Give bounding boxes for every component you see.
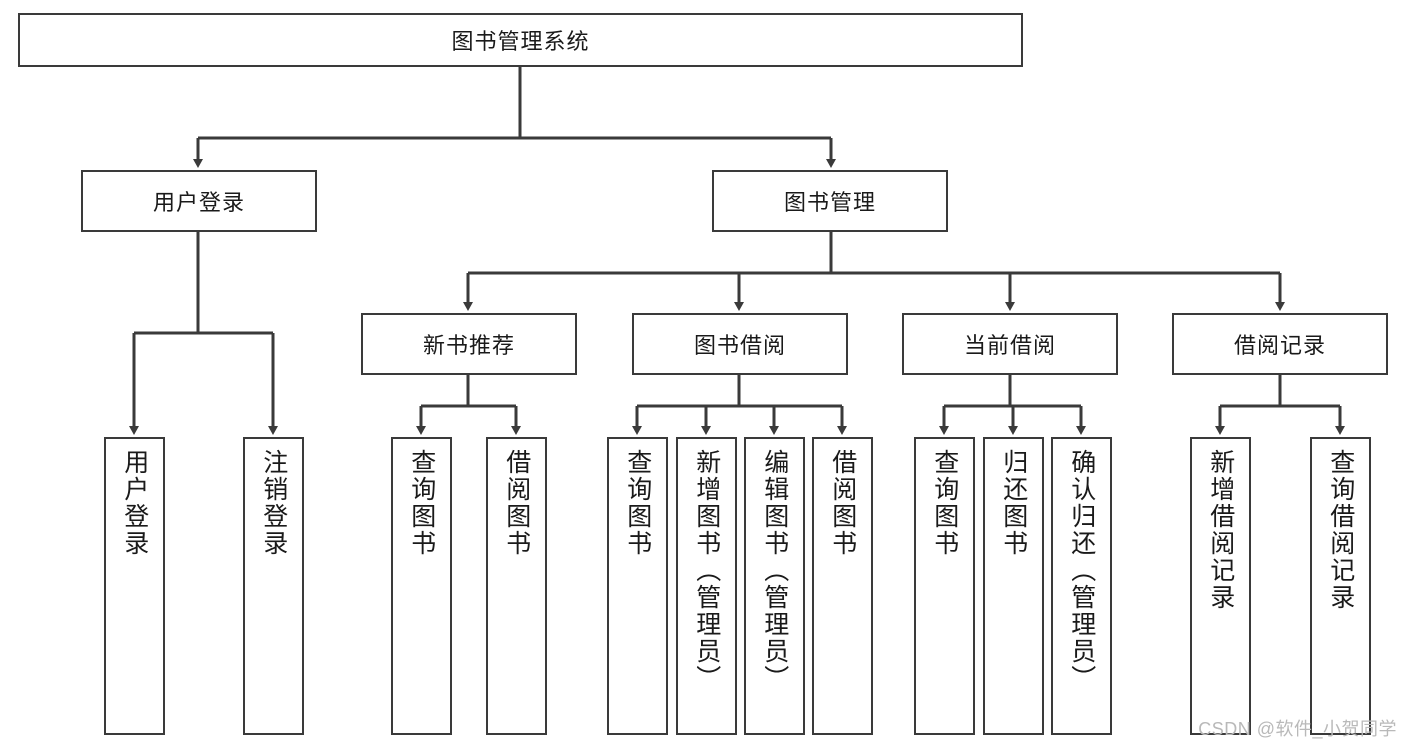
node-borrow-record[interactable]: 借阅记录 [1172, 313, 1388, 375]
node-book-management-label: 图书管理 [783, 190, 876, 215]
leaf-label: 查询借阅记录 [1326, 449, 1355, 611]
leaf-book-borrow-query[interactable]: 查询图书 [607, 437, 668, 735]
node-current-borrow[interactable]: 当前借阅 [902, 313, 1118, 375]
leaf-label: 新增借阅记录 [1206, 449, 1235, 611]
leaf-user-login-logout[interactable]: 注销登录 [243, 437, 304, 735]
node-borrow-record-label: 借阅记录 [1233, 333, 1326, 358]
leaf-book-borrow-add[interactable]: 新增图书（管理员） [676, 437, 737, 735]
leaf-label: 编辑图书（管理员） [760, 449, 789, 692]
node-new-book-recommend-label: 新书推荐 [422, 333, 515, 358]
leaf-label: 新增图书（管理员） [692, 449, 721, 692]
leaf-book-borrow-edit[interactable]: 编辑图书（管理员） [744, 437, 805, 735]
node-current-borrow-label: 当前借阅 [963, 333, 1056, 358]
leaf-label: 查询图书 [623, 449, 652, 557]
leaf-label: 查询图书 [407, 449, 436, 557]
node-book-borrow[interactable]: 图书借阅 [632, 313, 848, 375]
leaf-label: 归还图书 [999, 449, 1028, 557]
leaf-label: 查询图书 [930, 449, 959, 557]
leaf-label: 确认归还（管理员） [1067, 449, 1096, 692]
node-new-book-recommend[interactable]: 新书推荐 [361, 313, 577, 375]
leaf-user-login-login[interactable]: 用户登录 [104, 437, 165, 735]
node-root-label: 图书管理系统 [451, 29, 590, 54]
watermark: CSDN @软件_小贺同学 [1198, 719, 1397, 739]
leaf-label: 借阅图书 [502, 449, 531, 557]
node-user-login-label: 用户登录 [152, 190, 245, 215]
leaf-label: 借阅图书 [828, 449, 857, 557]
node-book-management[interactable]: 图书管理 [712, 170, 948, 232]
leaf-current-borrow-return[interactable]: 归还图书 [983, 437, 1044, 735]
leaf-label: 注销登录 [259, 449, 288, 557]
leaf-new-book-borrow[interactable]: 借阅图书 [486, 437, 547, 735]
leaf-book-borrow-borrow[interactable]: 借阅图书 [812, 437, 873, 735]
node-root[interactable]: 图书管理系统 [18, 13, 1023, 67]
node-user-login[interactable]: 用户登录 [81, 170, 317, 232]
leaf-borrow-record-query[interactable]: 查询借阅记录 [1310, 437, 1371, 735]
leaf-label: 用户登录 [120, 449, 149, 557]
leaf-borrow-record-add[interactable]: 新增借阅记录 [1190, 437, 1251, 735]
leaf-new-book-query[interactable]: 查询图书 [391, 437, 452, 735]
node-book-borrow-label: 图书借阅 [693, 333, 786, 358]
leaf-current-borrow-query[interactable]: 查询图书 [914, 437, 975, 735]
leaf-current-borrow-confirm[interactable]: 确认归还（管理员） [1051, 437, 1112, 735]
